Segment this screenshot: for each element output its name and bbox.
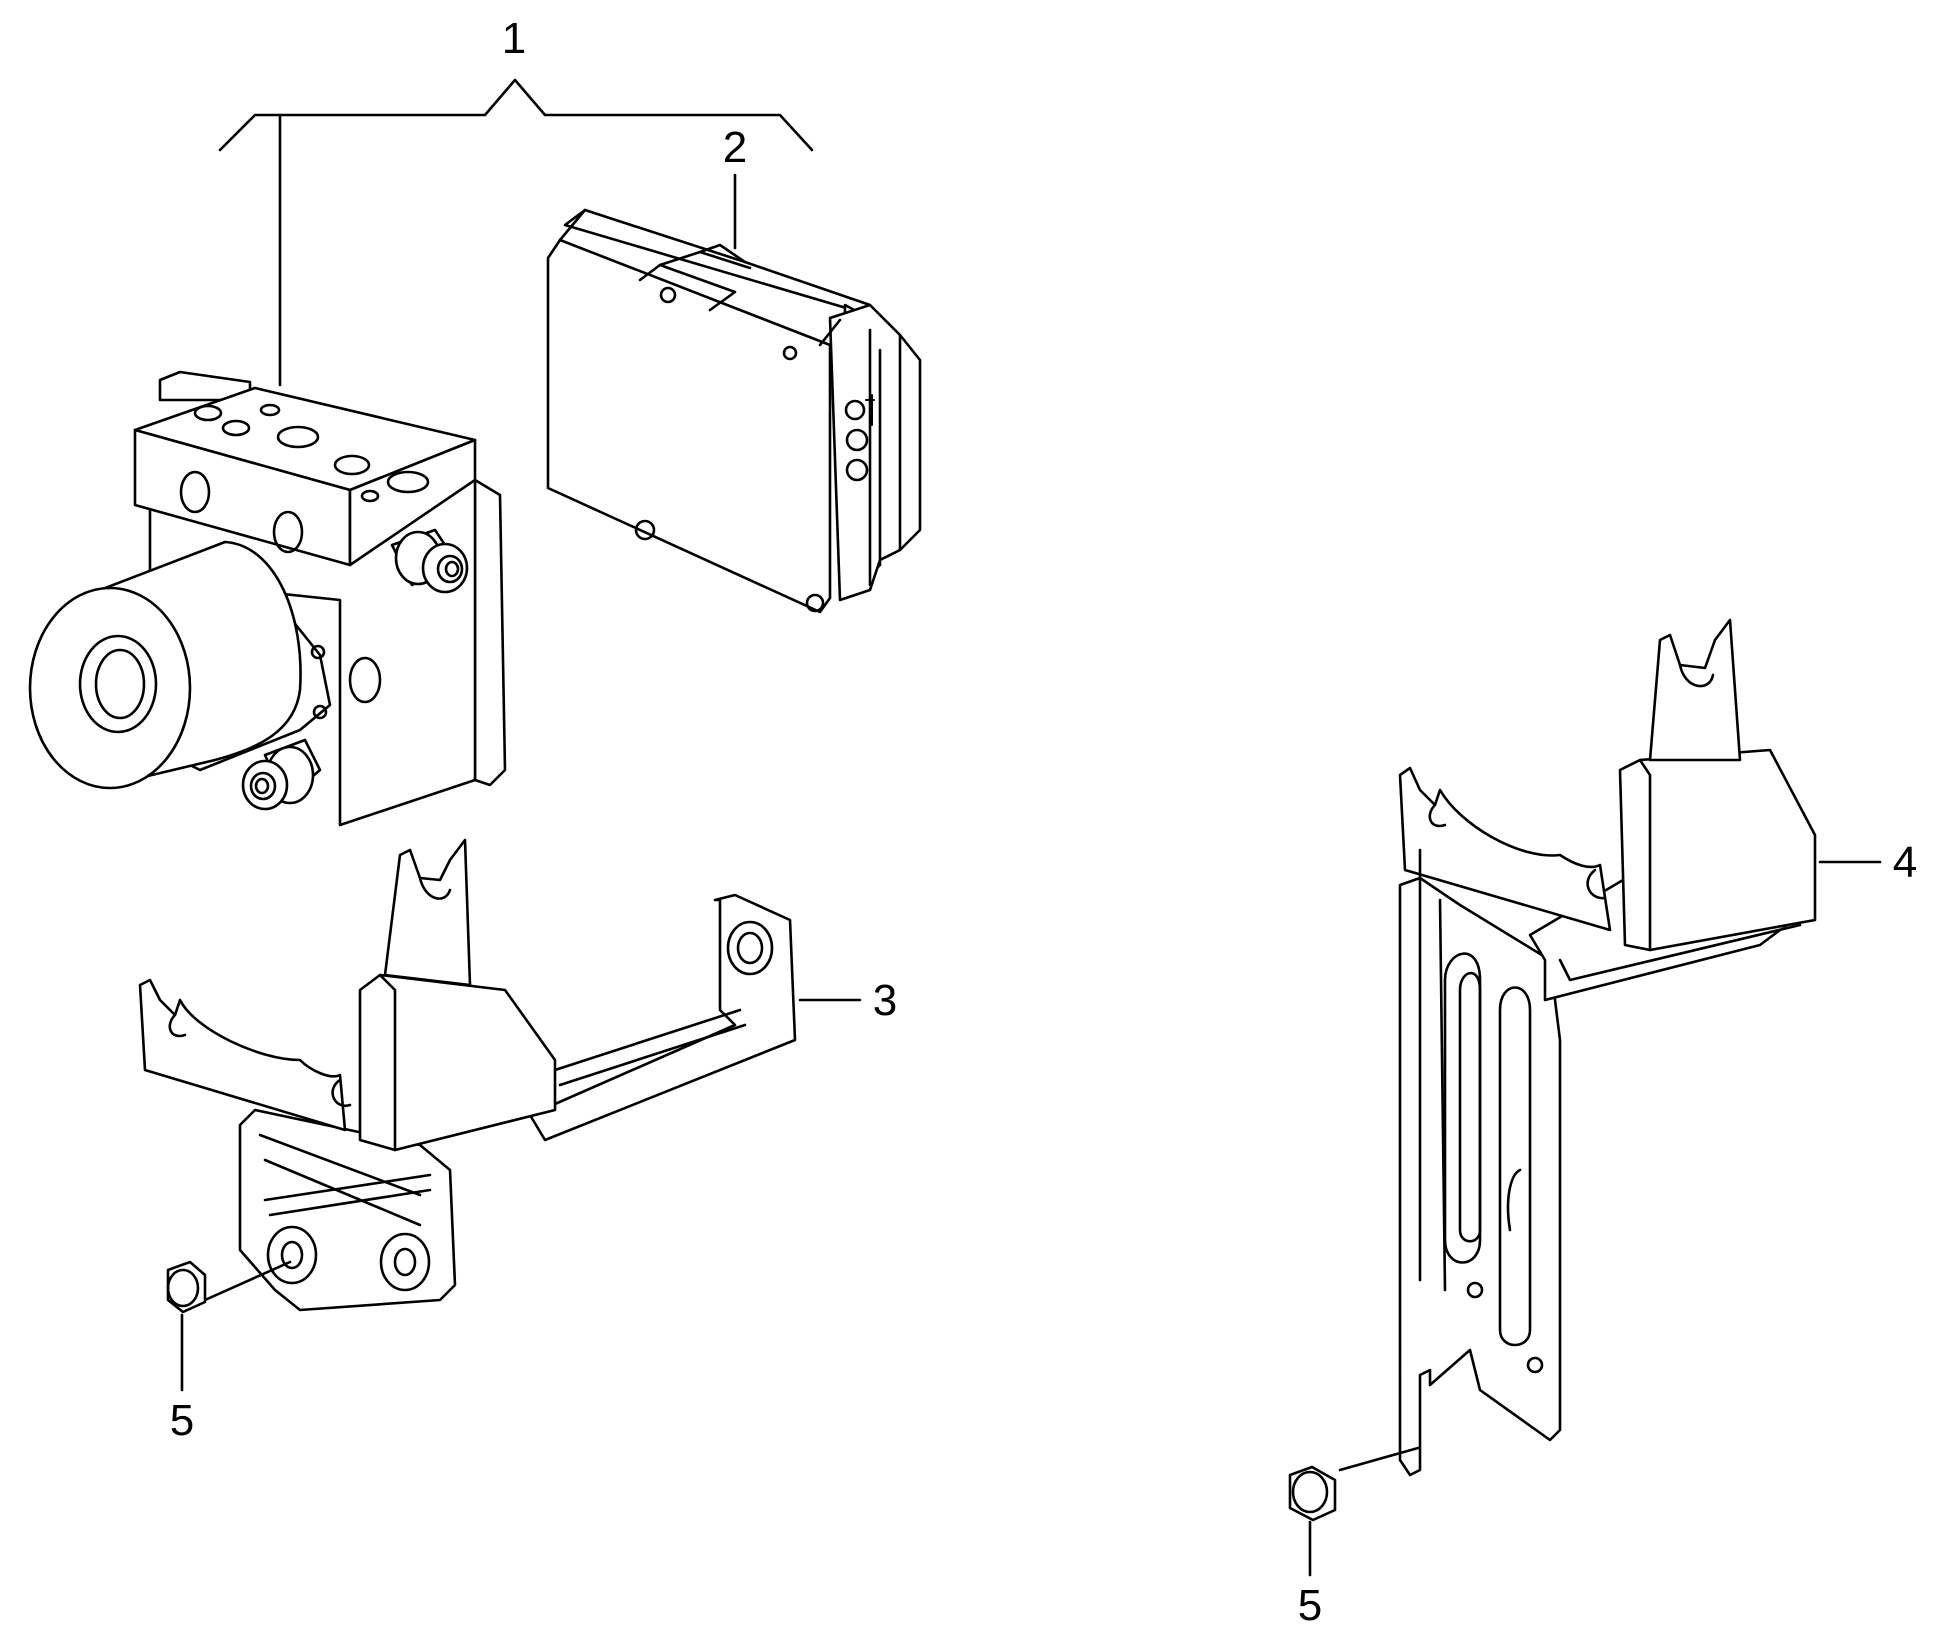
flange-nut-left[interactable] (166, 1260, 292, 1392)
control-module[interactable] (546, 208, 922, 614)
callout-4-label: 4 (1893, 838, 1917, 887)
callout-1-bracket (218, 78, 814, 387)
mounting-bracket-3[interactable] (138, 838, 797, 1312)
mounting-bracket-4[interactable] (1398, 618, 1817, 1477)
callout-1-label: 1 (502, 14, 526, 63)
callout-2-label: 2 (723, 123, 747, 172)
flange-nut-right[interactable] (1288, 1446, 1420, 1577)
callout-3-label: 3 (873, 976, 897, 1025)
hydraulic-unit[interactable] (28, 370, 507, 827)
callout-5-label-left: 5 (170, 1396, 194, 1445)
callout-5-label-right: 5 (1298, 1581, 1322, 1630)
